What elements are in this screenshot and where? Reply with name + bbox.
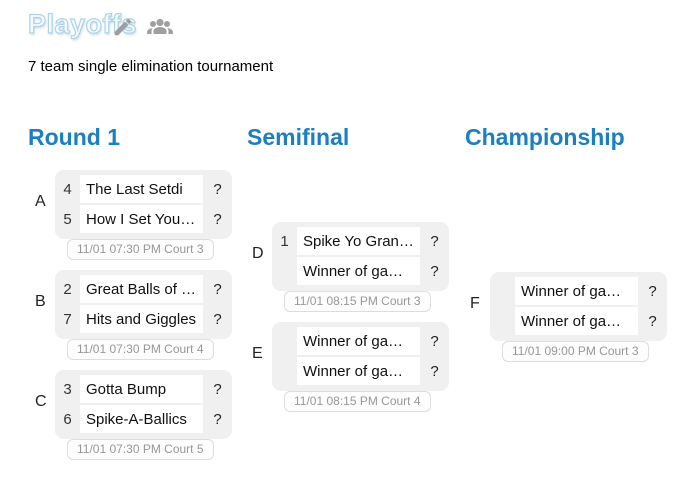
- match-slot[interactable]: 6 Spike-A-Ballics ?: [55, 405, 232, 433]
- match-schedule[interactable]: 11/01 08:15 PM Court 3: [284, 291, 431, 312]
- team-seed: 4: [63, 180, 72, 198]
- match-slot[interactable]: 4 The Last Setdi ?: [55, 175, 232, 203]
- bracket-match-a: A 4 The Last Setdi ? 5 How I Set You… ? …: [35, 170, 232, 260]
- team-name: Winner of ga…: [297, 257, 420, 285]
- match-letter: D: [252, 245, 264, 262]
- match-letter: F: [470, 295, 480, 312]
- team-score[interactable]: ?: [213, 210, 222, 228]
- edit-tournament-button[interactable]: [112, 16, 134, 38]
- team-name: The Last Setdi: [80, 175, 203, 203]
- match-letter: A: [35, 193, 46, 210]
- team-name: Winner of ga…: [297, 357, 420, 385]
- match-box: Winner of ga… ? Winner of ga… ?: [490, 272, 667, 341]
- match-slot[interactable]: Winner of ga… ?: [272, 357, 449, 385]
- match-schedule[interactable]: 11/01 08:15 PM Court 4: [284, 391, 431, 412]
- match-schedule[interactable]: 11/01 07:30 PM Court 4: [67, 339, 214, 360]
- team-seed: 2: [63, 280, 72, 298]
- team-seed: [490, 277, 515, 305]
- match-letter: B: [35, 293, 46, 310]
- match-slot[interactable]: 7 Hits and Giggles ?: [55, 305, 232, 333]
- team-score[interactable]: ?: [648, 282, 657, 300]
- team-seed: 5: [63, 210, 72, 228]
- team-seed: 3: [63, 380, 72, 398]
- team-score[interactable]: ?: [213, 380, 222, 398]
- team-seed: 7: [63, 310, 72, 328]
- match-box: Winner of ga… ? Winner of ga… ?: [272, 322, 449, 391]
- team-score[interactable]: ?: [430, 332, 439, 350]
- team-name: How I Set You…: [80, 205, 203, 233]
- match-slot[interactable]: Winner of ga… ?: [490, 307, 667, 335]
- team-seed: [272, 327, 297, 355]
- team-seed: 6: [63, 410, 72, 428]
- team-score[interactable]: ?: [213, 280, 222, 298]
- team-name: Gotta Bump: [80, 375, 203, 403]
- team-score[interactable]: ?: [213, 310, 222, 328]
- match-box: 4 The Last Setdi ? 5 How I Set You… ?: [55, 170, 232, 239]
- team-score[interactable]: ?: [648, 312, 657, 330]
- team-name: Spike-A-Ballics: [80, 405, 203, 433]
- match-letter: E: [252, 345, 263, 362]
- match-slot[interactable]: 1 Spike Yo Gran… ?: [272, 227, 449, 255]
- match-schedule[interactable]: 11/01 09:00 PM Court 3: [502, 341, 649, 362]
- team-name: Great Balls of …: [80, 275, 203, 303]
- pencil-icon: [112, 18, 134, 42]
- match-slot[interactable]: 5 How I Set You… ?: [55, 205, 232, 233]
- match-slot[interactable]: Winner of ga… ?: [272, 327, 449, 355]
- match-letter: C: [35, 393, 47, 410]
- tournament-description: 7 team single elimination tournament: [28, 58, 274, 75]
- participants-button[interactable]: [146, 16, 174, 38]
- match-slot[interactable]: Winner of ga… ?: [272, 257, 449, 285]
- match-box: 2 Great Balls of … ? 7 Hits and Giggles …: [55, 270, 232, 339]
- team-seed: [490, 307, 515, 335]
- team-seed: [272, 357, 297, 385]
- team-name: Winner of ga…: [515, 307, 638, 335]
- bracket-match-c: C 3 Gotta Bump ? 6 Spike-A-Ballics ? 11/…: [35, 370, 232, 460]
- team-name: Hits and Giggles: [80, 305, 203, 333]
- match-slot[interactable]: 3 Gotta Bump ?: [55, 375, 232, 403]
- match-box: 1 Spike Yo Gran… ? Winner of ga… ?: [272, 222, 449, 291]
- round-header-round1: Round 1: [28, 124, 120, 150]
- team-score[interactable]: ?: [213, 180, 222, 198]
- bracket-match-e: E Winner of ga… ? Winner of ga… ? 11/01 …: [252, 322, 449, 412]
- bracket-match-f: F Winner of ga… ? Winner of ga… ? 11/01 …: [470, 272, 667, 362]
- bracket-match-b: B 2 Great Balls of … ? 7 Hits and Giggle…: [35, 270, 232, 360]
- match-schedule[interactable]: 11/01 07:30 PM Court 5: [67, 439, 214, 460]
- match-schedule[interactable]: 11/01 07:30 PM Court 3: [67, 239, 214, 260]
- team-seed: [272, 257, 297, 285]
- people-icon: [146, 18, 174, 42]
- match-slot[interactable]: Winner of ga… ?: [490, 277, 667, 305]
- round-header-championship: Championship: [465, 124, 625, 150]
- team-name: Winner of ga…: [297, 327, 420, 355]
- team-score[interactable]: ?: [430, 362, 439, 380]
- match-box: 3 Gotta Bump ? 6 Spike-A-Ballics ?: [55, 370, 232, 439]
- team-name: Spike Yo Gran…: [297, 227, 420, 255]
- team-score[interactable]: ?: [430, 262, 439, 280]
- team-name: Winner of ga…: [515, 277, 638, 305]
- round-header-semifinal: Semifinal: [247, 124, 350, 150]
- bracket-match-d: D 1 Spike Yo Gran… ? Winner of ga… ? 11/…: [252, 222, 449, 312]
- match-slot[interactable]: 2 Great Balls of … ?: [55, 275, 232, 303]
- team-score[interactable]: ?: [213, 410, 222, 428]
- team-seed: 1: [280, 232, 289, 250]
- team-score[interactable]: ?: [430, 232, 439, 250]
